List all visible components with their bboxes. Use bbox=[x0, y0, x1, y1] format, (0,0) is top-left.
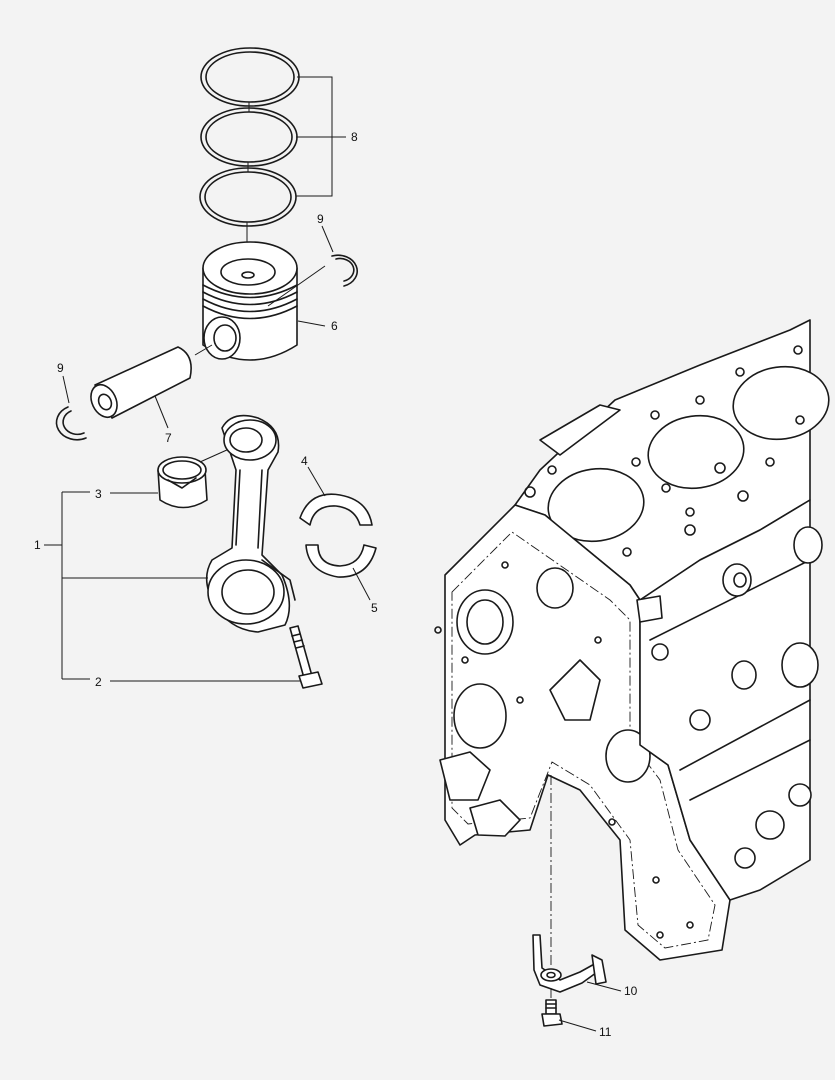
bearing-shell-upper[interactable] bbox=[299, 493, 373, 526]
piston-rings[interactable] bbox=[199, 47, 300, 275]
snap-ring-upper[interactable] bbox=[331, 254, 358, 287]
callout-7: 7 bbox=[165, 431, 172, 445]
small-end-bushing[interactable] bbox=[157, 444, 239, 509]
piston-pin[interactable] bbox=[86, 344, 213, 421]
callout-10: 10 bbox=[624, 984, 638, 998]
callout-2: 2 bbox=[95, 675, 102, 689]
piston[interactable] bbox=[202, 241, 298, 361]
callout-9-lower: 9 bbox=[57, 361, 64, 375]
callout-6: 6 bbox=[331, 319, 338, 333]
jet-bolt[interactable] bbox=[541, 988, 563, 1027]
piston-ring-top bbox=[200, 47, 300, 107]
callout-1: 1 bbox=[34, 538, 41, 552]
snap-ring-lower[interactable] bbox=[55, 406, 87, 441]
leader-lines bbox=[44, 76, 622, 1032]
callout-9-upper: 9 bbox=[317, 212, 324, 226]
piston-ring-middle bbox=[200, 107, 298, 167]
rod-bolt[interactable] bbox=[289, 625, 323, 689]
connecting-rod[interactable] bbox=[205, 414, 296, 633]
callout-11: 11 bbox=[599, 1025, 612, 1039]
piston-cooling-jet[interactable] bbox=[532, 775, 607, 993]
bearing-shell-lower[interactable] bbox=[305, 544, 377, 578]
piston-ring-bottom bbox=[199, 167, 297, 227]
callout-8: 8 bbox=[351, 130, 358, 144]
callout-4: 4 bbox=[301, 454, 308, 468]
callout-5: 5 bbox=[371, 601, 378, 615]
callout-3: 3 bbox=[95, 487, 102, 501]
engine-block[interactable] bbox=[434, 319, 834, 961]
